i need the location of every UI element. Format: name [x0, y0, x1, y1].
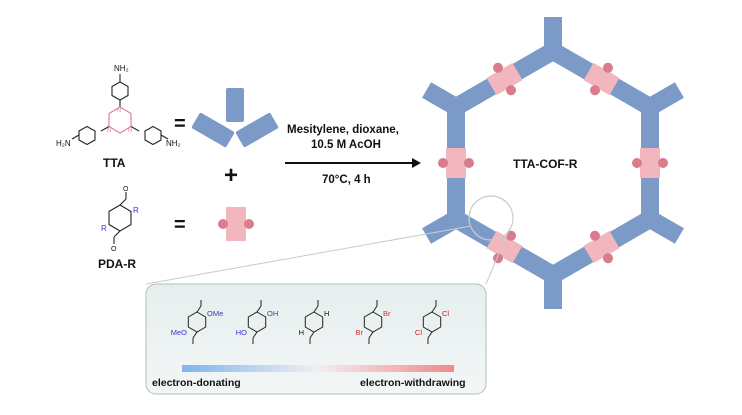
substituent-label-right: OMe	[207, 309, 223, 318]
cof-vertex-stub	[640, 82, 684, 118]
scale-label-withdrawing: electron-withdrawing	[360, 377, 466, 389]
triazine-n-1: N	[117, 108, 121, 114]
electronic-scale-bar	[182, 365, 454, 372]
condition-acid: 10.5 M AcOH	[311, 139, 381, 151]
cof-edge	[438, 107, 475, 219]
cof-vertex-stub	[422, 208, 466, 244]
tta-nh2-top: NH₂	[114, 64, 129, 73]
reaction-arrow	[285, 158, 421, 168]
substituent-molecule: HH	[299, 300, 329, 344]
substituent-label-right: Br	[383, 309, 391, 318]
pda-structure	[108, 192, 132, 244]
pda-o-top: O	[123, 186, 129, 193]
product-label: TTA-COF-R	[513, 157, 578, 171]
substituent-label-left: MeO	[171, 328, 187, 337]
substituent-label-right: OH	[267, 309, 278, 318]
pda-o-bottom: O	[111, 246, 117, 253]
substituent-label-left: H	[299, 328, 304, 337]
tta-structure	[71, 74, 169, 146]
pda-r-left: R	[101, 224, 107, 233]
plus-sign: +	[224, 162, 238, 189]
equals-sign-pda: =	[174, 214, 186, 236]
pda-linker-icon	[218, 207, 254, 241]
cof-edge	[548, 43, 655, 115]
substituent-label-left: HO	[236, 328, 247, 337]
cof-edge	[548, 211, 655, 283]
tta-label: TTA	[103, 156, 126, 170]
cof-edge	[451, 43, 558, 115]
substituent-label-left: Cl	[415, 328, 422, 337]
tta-node-icon	[191, 88, 279, 148]
condition-solvents: Mesitylene, dioxane,	[287, 124, 399, 136]
cof-edge	[451, 211, 558, 283]
cof-vertex-stub	[640, 208, 684, 244]
cof-vertex-stub	[544, 269, 562, 309]
pda-r-right: R	[133, 206, 139, 215]
cof-edge	[631, 107, 668, 219]
substituent-label-right: H	[324, 309, 329, 318]
tta-h2n-left: H₂N	[56, 139, 71, 148]
substituent-molecule: OH HO	[236, 300, 278, 344]
tta-nh2-right: NH₂	[166, 139, 181, 148]
zoom-line-right	[485, 229, 510, 285]
substituent-label-left: Br	[356, 328, 364, 337]
triazine-n-3: N	[128, 128, 132, 134]
cof-framework	[422, 17, 684, 309]
zoom-line-left	[145, 225, 472, 285]
cof-vertex-stub	[544, 17, 562, 57]
cof-vertex-stub	[422, 82, 466, 118]
substituent-label-right: Cl	[442, 309, 449, 318]
condition-temp-time: 70°C, 4 h	[322, 174, 371, 186]
triazine-n-2: N	[107, 128, 111, 134]
pda-label: PDA-R	[98, 257, 136, 271]
zoom-circle	[468, 195, 514, 241]
scale-label-donating: electron-donating	[152, 377, 241, 389]
equals-sign-tta: =	[174, 113, 186, 135]
